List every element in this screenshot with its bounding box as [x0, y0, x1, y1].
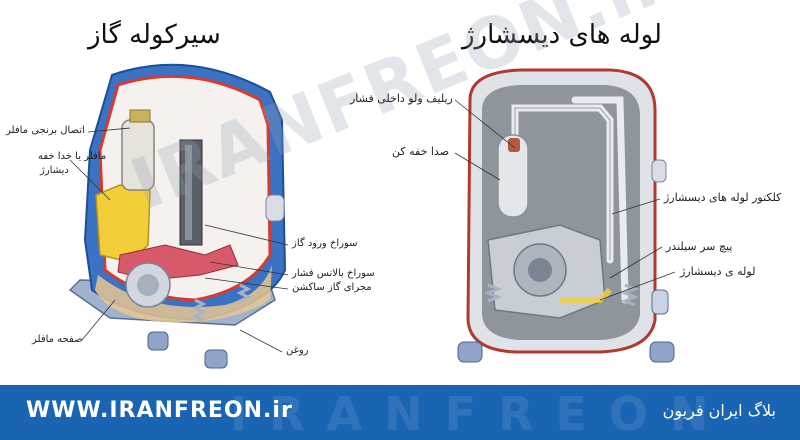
- left-diagram-title: سیرکوله گاز: [88, 20, 221, 50]
- label-gas-inlet-hole: سوراخ ورود گاز: [292, 238, 358, 249]
- label-muffler-brass-fitting: اتصال برنجی مافلر: [6, 125, 85, 136]
- label-discharge: دیشارژ: [40, 165, 69, 176]
- right-diagram-title: لوله های دیسشارژ: [462, 20, 662, 50]
- footer-website-url[interactable]: WWW.IRANFREON.ir: [26, 398, 293, 423]
- footer-banner: IRANFREON WWW.IRANFREON.ir بلاگ ایران فر…: [0, 385, 800, 440]
- footer-background-text: IRANFREON: [230, 387, 731, 440]
- label-muffler-plate: صفحه مافلر: [32, 334, 83, 345]
- label-discharge-tube-collector: کلکتور لوله های دیسشارژ: [664, 191, 782, 204]
- label-discharge-tube: لوله ی دیسشارژ: [680, 265, 756, 278]
- label-internal-pressure-relief-valve: ریلیف ولو داخلی فشار: [350, 92, 453, 105]
- label-suction-gas-duct: مجرای گاز ساکشن: [292, 282, 372, 293]
- label-oil: روغن: [286, 345, 309, 356]
- label-muffler: مافلر یا خدا خفه: [38, 151, 107, 162]
- label-silencer: صدا خفه کن: [392, 145, 450, 158]
- compressor-illustrations: [68, 63, 676, 369]
- footer-blog-name: بلاگ ایران فریون: [662, 401, 776, 420]
- label-pressure-balance-hole: سوراخ بالانس فشار: [292, 268, 375, 279]
- left-compressor-cutaway: [68, 63, 289, 369]
- label-cylinder-head-bolt: پیچ سر سیلندر: [666, 240, 733, 253]
- right-compressor-cutaway: [454, 68, 676, 363]
